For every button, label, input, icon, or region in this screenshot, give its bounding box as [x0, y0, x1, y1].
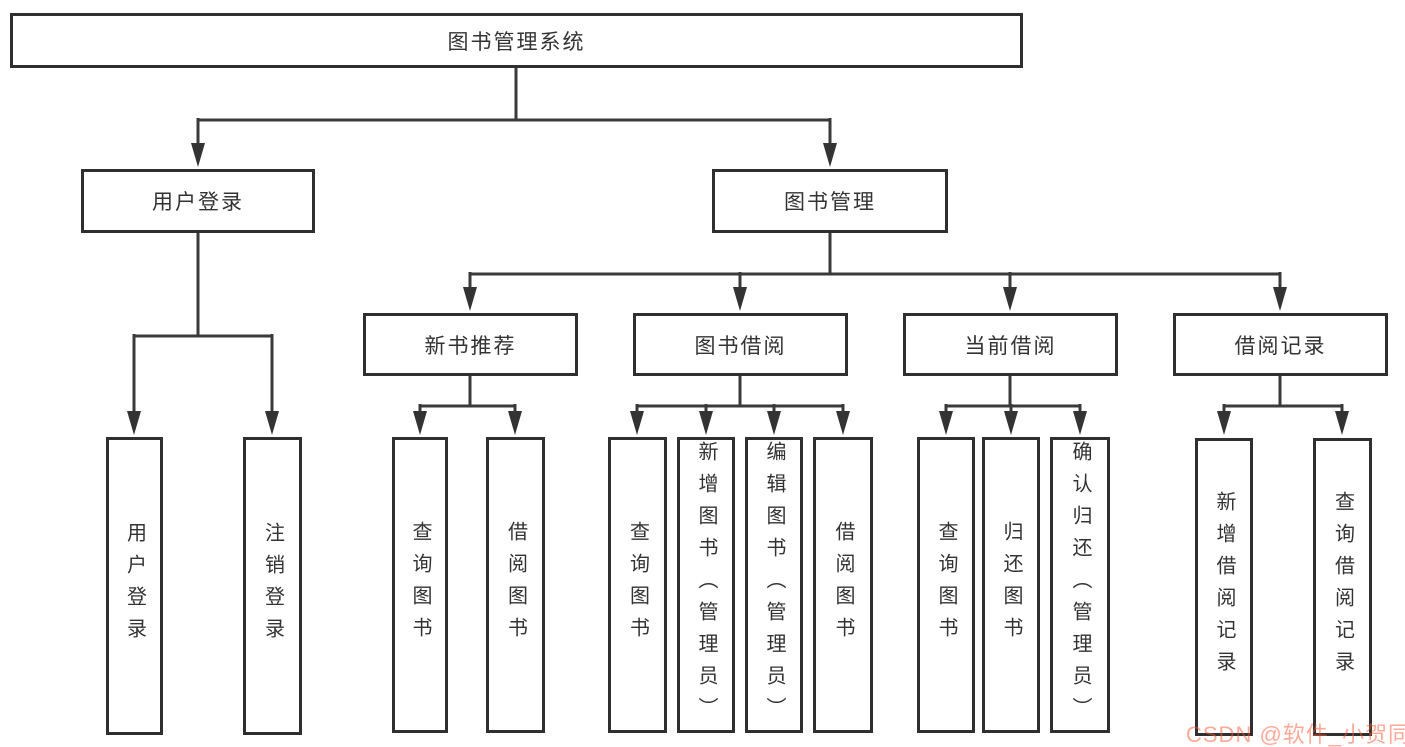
leaf-add-books-admin: 新增图书（管理员） — [677, 437, 735, 733]
arrowheads — [127, 143, 1349, 435]
connector-records-to-leaves — [1222, 376, 1344, 413]
node-user-login: 用户登录 — [81, 169, 315, 233]
leaf-query-books-recommend: 查询图书 — [392, 437, 448, 733]
arrow-icon — [463, 287, 477, 311]
leaf-edit-books-admin: 编辑图书（管理员） — [745, 437, 803, 733]
csdn-watermark: CSDN @软件_小贺同学 — [1186, 722, 1405, 747]
leaf-user-login: 用户登录 — [106, 437, 163, 735]
arrow-icon — [1217, 411, 1231, 435]
arrow-icon — [699, 411, 713, 435]
node-borrowing-records: 借阅记录 — [1173, 313, 1388, 376]
leaf-borrow-books-recommend: 借阅图书 — [486, 437, 545, 733]
leaf-return-books: 归还图书 — [982, 437, 1040, 733]
arrow-icon — [1004, 411, 1018, 435]
connector-newbook-to-leaves — [418, 376, 517, 413]
arrow-icon — [265, 411, 279, 435]
node-library-management-system: 图书管理系统 — [10, 13, 1023, 68]
arrow-icon — [1273, 287, 1287, 311]
node-new-book-recommendation: 新书推荐 — [363, 313, 578, 376]
arrow-icon — [630, 411, 644, 435]
leaf-confirm-return-admin: 确认归还（管理员） — [1050, 437, 1110, 733]
arrow-icon — [413, 411, 427, 435]
arrow-icon — [191, 143, 205, 167]
leaf-query-borrow-record: 查询借阅记录 — [1313, 438, 1372, 736]
arrow-icon — [127, 411, 141, 435]
leaf-query-books-current: 查询图书 — [917, 437, 975, 733]
arrow-icon — [1003, 287, 1017, 311]
node-book-borrowing: 图书借阅 — [633, 313, 848, 376]
arrow-icon — [836, 411, 850, 435]
connector-userlogin-to-leaves — [132, 233, 274, 413]
connector-bookborrow-to-leaves — [635, 376, 845, 413]
arrow-icon — [939, 411, 953, 435]
arrow-icon — [733, 287, 747, 311]
arrow-icon — [823, 143, 837, 167]
connector-currentborrow-to-leaves — [944, 376, 1082, 413]
node-current-borrowing: 当前借阅 — [903, 313, 1118, 376]
arrow-icon — [1073, 411, 1087, 435]
leaf-query-books-borrow: 查询图书 — [608, 437, 667, 733]
leaf-add-borrow-record: 新增借阅记录 — [1195, 438, 1253, 736]
leaf-borrow-books: 借阅图书 — [813, 437, 873, 733]
arrow-icon — [1335, 411, 1349, 435]
arrow-icon — [767, 411, 781, 435]
leaf-logout: 注销登录 — [243, 437, 302, 735]
arrow-icon — [508, 411, 522, 435]
connector-bookmgmt-to-level3 — [468, 233, 1282, 289]
connector-root-to-level2 — [196, 68, 832, 145]
node-book-management: 图书管理 — [712, 169, 948, 233]
